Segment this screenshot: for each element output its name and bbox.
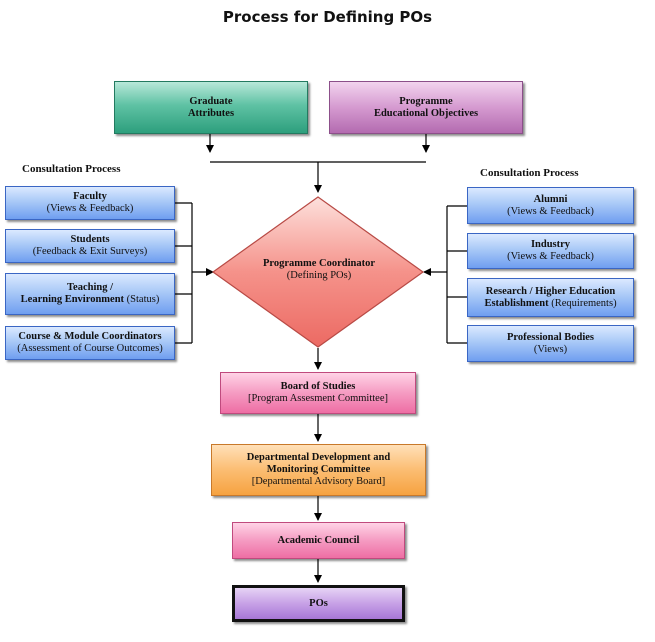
students-box: Students (Feedback & Exit Surveys) [5,229,175,263]
diagram-title: Process for Defining POs [222,8,433,26]
board-title: Board of Studies [280,381,356,392]
left-consultation-label: Consultation Process [22,163,121,175]
industry-sub: (Views & Feedback) [507,251,594,262]
graduate-line1: Graduate [189,95,233,107]
professional-title: Professional Bodies [506,331,595,343]
academic-council-box: Academic Council [232,522,405,559]
faculty-title: Faculty [73,191,107,202]
coordinator-diamond [211,196,425,348]
programme-objectives-box: Programme Educational Objectives [329,81,523,134]
industry-box: Industry (Views & Feedback) [467,233,634,269]
departmental-title: Departmental Development and [246,452,391,463]
industry-title: Industry [530,239,571,250]
teaching-title2: Learning Environment [20,294,125,305]
teaching-title: Teaching / [67,282,113,293]
teaching-sub: (Status) [126,294,160,305]
objectives-line1: Programme [399,95,453,107]
professional-sub: (Views) [533,343,568,355]
course-title: Course & Module Coordinators [18,331,162,342]
departmental-committee-box: Departmental Development and Monitoring … [211,444,426,496]
alumni-box: Alumni (Views & Feedback) [467,187,634,224]
council-title: Academic Council [277,534,360,546]
right-consultation-label: Consultation Process [480,167,579,179]
departmental-title2: Monitoring Committee [266,464,371,475]
course-sub: (Assessment of Course Outcomes) [17,343,163,354]
pos-box: POs [232,585,405,622]
alumni-title: Alumni [533,193,568,205]
coordinator-text: Programme Coordinator (Defining POs) [238,258,400,282]
teaching-box: Teaching / Learning Environment (Status) [5,273,175,315]
objectives-line2: Educational Objectives [373,107,479,119]
departmental-sub: [Departmental Advisory Board] [251,476,386,487]
faculty-box: Faculty (Views & Feedback) [5,186,175,220]
students-title: Students [70,234,110,245]
graduate-line2: Attributes [187,107,235,119]
research-sub: (Requirements) [551,297,617,309]
pos-title: POs [309,597,328,609]
research-line2: Establishment (Requirements) [484,298,616,310]
course-coordinators-box: Course & Module Coordinators (Assessment… [5,326,175,360]
board-of-studies-box: Board of Studies [Program Assesment Comm… [220,372,416,414]
research-title: Research / Higher Education [485,285,616,297]
coordinator-sub: (Defining POs) [286,270,352,281]
alumni-sub: (Views & Feedback) [507,205,594,217]
graduate-attributes-box: Graduate Attributes [114,81,308,134]
board-sub: [Program Assesment Committee] [248,393,388,404]
faculty-sub: (Views & Feedback) [46,203,134,214]
research-box: Research / Higher Education Establishmen… [467,278,634,317]
research-title2: Establishment [484,297,549,309]
coordinator-title: Programme Coordinator [262,258,376,269]
professional-bodies-box: Professional Bodies (Views) [467,325,634,362]
students-sub: (Feedback & Exit Surveys) [32,246,148,257]
teaching-line2: Learning Environment (Status) [21,294,160,306]
